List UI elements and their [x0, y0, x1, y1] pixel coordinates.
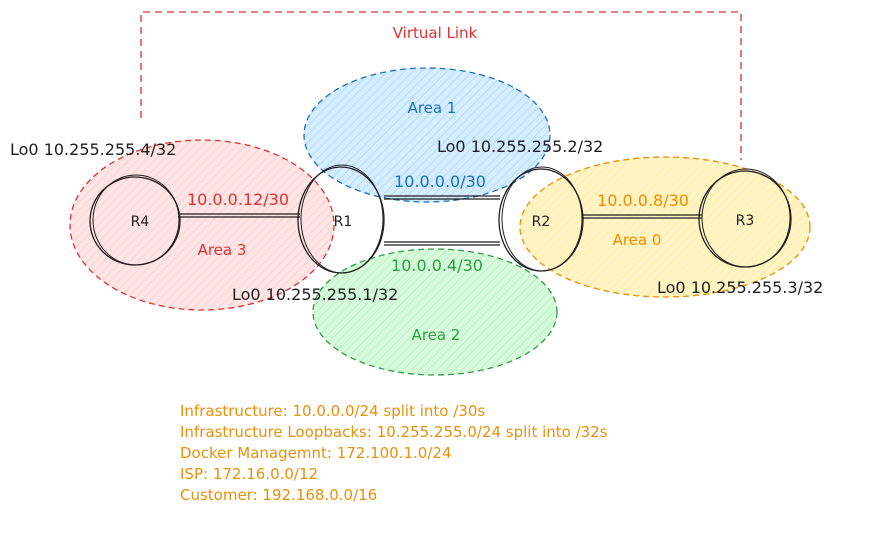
loopback-r4-label: Lo0 10.255.255.4/32: [10, 140, 176, 159]
note-isp: ISP: 172.16.0.0/12: [180, 465, 319, 483]
link-r1-r2-b: [384, 241, 500, 246]
area-2-region: [312, 248, 558, 376]
router-r3[interactable]: R3: [698, 168, 792, 268]
area-0-region: [519, 156, 811, 298]
virtual-link-label: Virtual Link: [393, 24, 478, 42]
link-r1-r2-a-label: 10.0.0.0/30: [394, 172, 486, 191]
note-customer: Customer: 192.168.0.0/16: [180, 486, 378, 504]
note-infrastructure: Infrastructure: 10.0.0.0/24 split into /…: [180, 402, 486, 420]
router-r4-label: R4: [131, 214, 150, 230]
link-r2-r3: [583, 214, 702, 219]
area-1-region: [303, 67, 551, 203]
area-2-label: Area 2: [412, 326, 461, 344]
loopback-r1-label: Lo0 10.255.255.1/32: [232, 285, 398, 304]
link-r4-r1-label: 10.0.0.12/30: [187, 190, 289, 209]
area-0-label: Area 0: [613, 231, 662, 249]
virtual-link-line: [140, 11, 742, 160]
link-r4-r1: [178, 213, 300, 218]
router-r1-label: R1: [334, 214, 353, 230]
router-r3-label: R3: [736, 213, 755, 229]
area-3-region: [69, 139, 335, 311]
link-r1-r2-a: [384, 195, 500, 200]
link-r2-r3-label: 10.0.0.8/30: [597, 191, 689, 210]
link-r1-r2-b-label: 10.0.0.4/30: [391, 256, 483, 275]
router-r1[interactable]: R1: [297, 164, 385, 274]
area-1-label: Area 1: [408, 99, 457, 117]
loopback-r3-label: Lo0 10.255.255.3/32: [657, 278, 823, 297]
addressing-notes: Infrastructure: 10.0.0.0/24 split into /…: [180, 401, 608, 506]
note-docker-management: Docker Managemnt: 172.100.1.0/24: [180, 444, 452, 462]
note-infrastructure-loopbacks: Infrastructure Loopbacks: 10.255.255.0/2…: [180, 423, 608, 441]
loopback-r2-label: Lo0 10.255.255.2/32: [437, 137, 603, 156]
area-3-label: Area 3: [198, 241, 247, 259]
router-r2-label: R2: [532, 214, 551, 230]
router-r2[interactable]: R2: [498, 166, 584, 272]
router-r4[interactable]: R4: [89, 174, 181, 266]
